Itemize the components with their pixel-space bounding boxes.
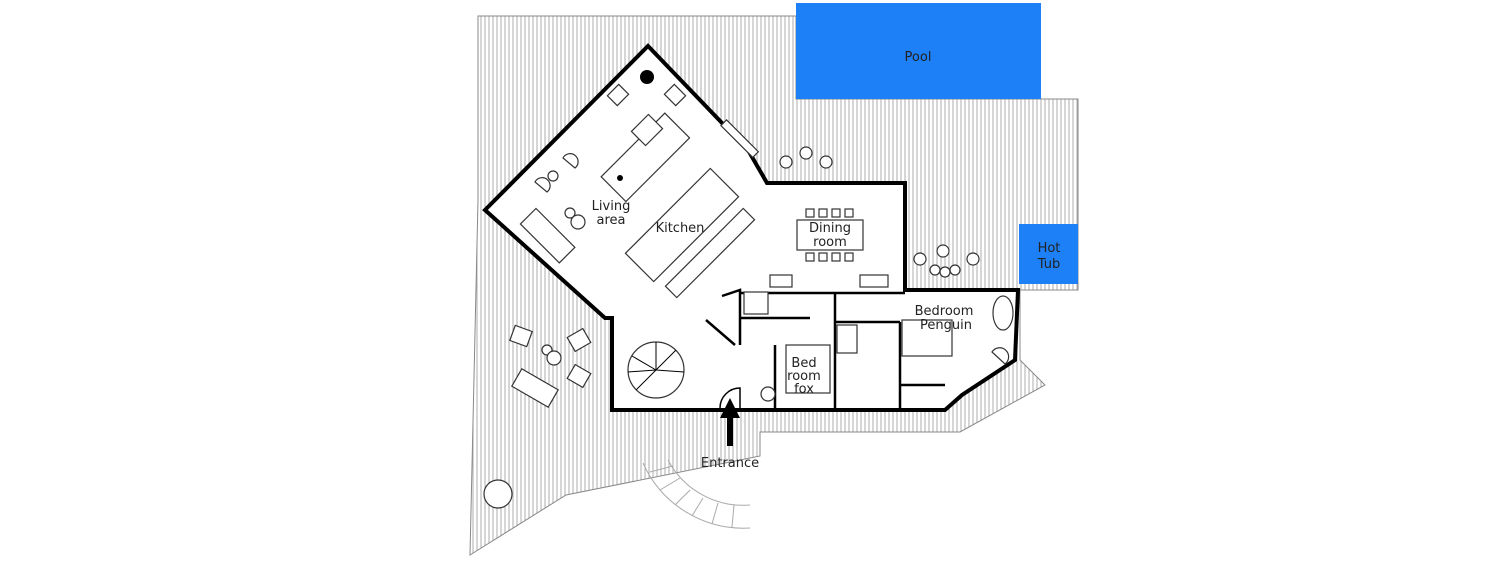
entrance-label: Entrance: [701, 456, 759, 471]
hot-tub: [1019, 224, 1078, 284]
living-area-label-1: Living: [592, 199, 631, 214]
bedroom-fox-label-2: room: [787, 369, 821, 384]
hot-tub-label-2: Tub: [1037, 257, 1060, 272]
entrance-arrow-icon: [720, 398, 740, 446]
pool-label: Pool: [905, 50, 932, 65]
hot-tub-label-1: Hot: [1038, 241, 1061, 256]
furniture: [483, 70, 1014, 509]
dining-room-label-2: room: [813, 235, 847, 250]
building-walls: [482, 43, 1021, 412]
kitchen-label: Kitchen: [656, 221, 705, 236]
living-area-label-2: area: [597, 213, 626, 228]
outdoor-stairs: [642, 459, 751, 529]
bedroom-penguin-label-2: Penguin: [920, 318, 972, 333]
pool: [796, 3, 1041, 99]
dining-room-label-1: Dining: [809, 221, 851, 236]
bedroom-penguin-label-1: Bedroom: [915, 304, 974, 319]
bedroom-fox-label-1: Bed: [791, 356, 816, 371]
bedroom-fox-label-3: fox: [794, 382, 814, 397]
